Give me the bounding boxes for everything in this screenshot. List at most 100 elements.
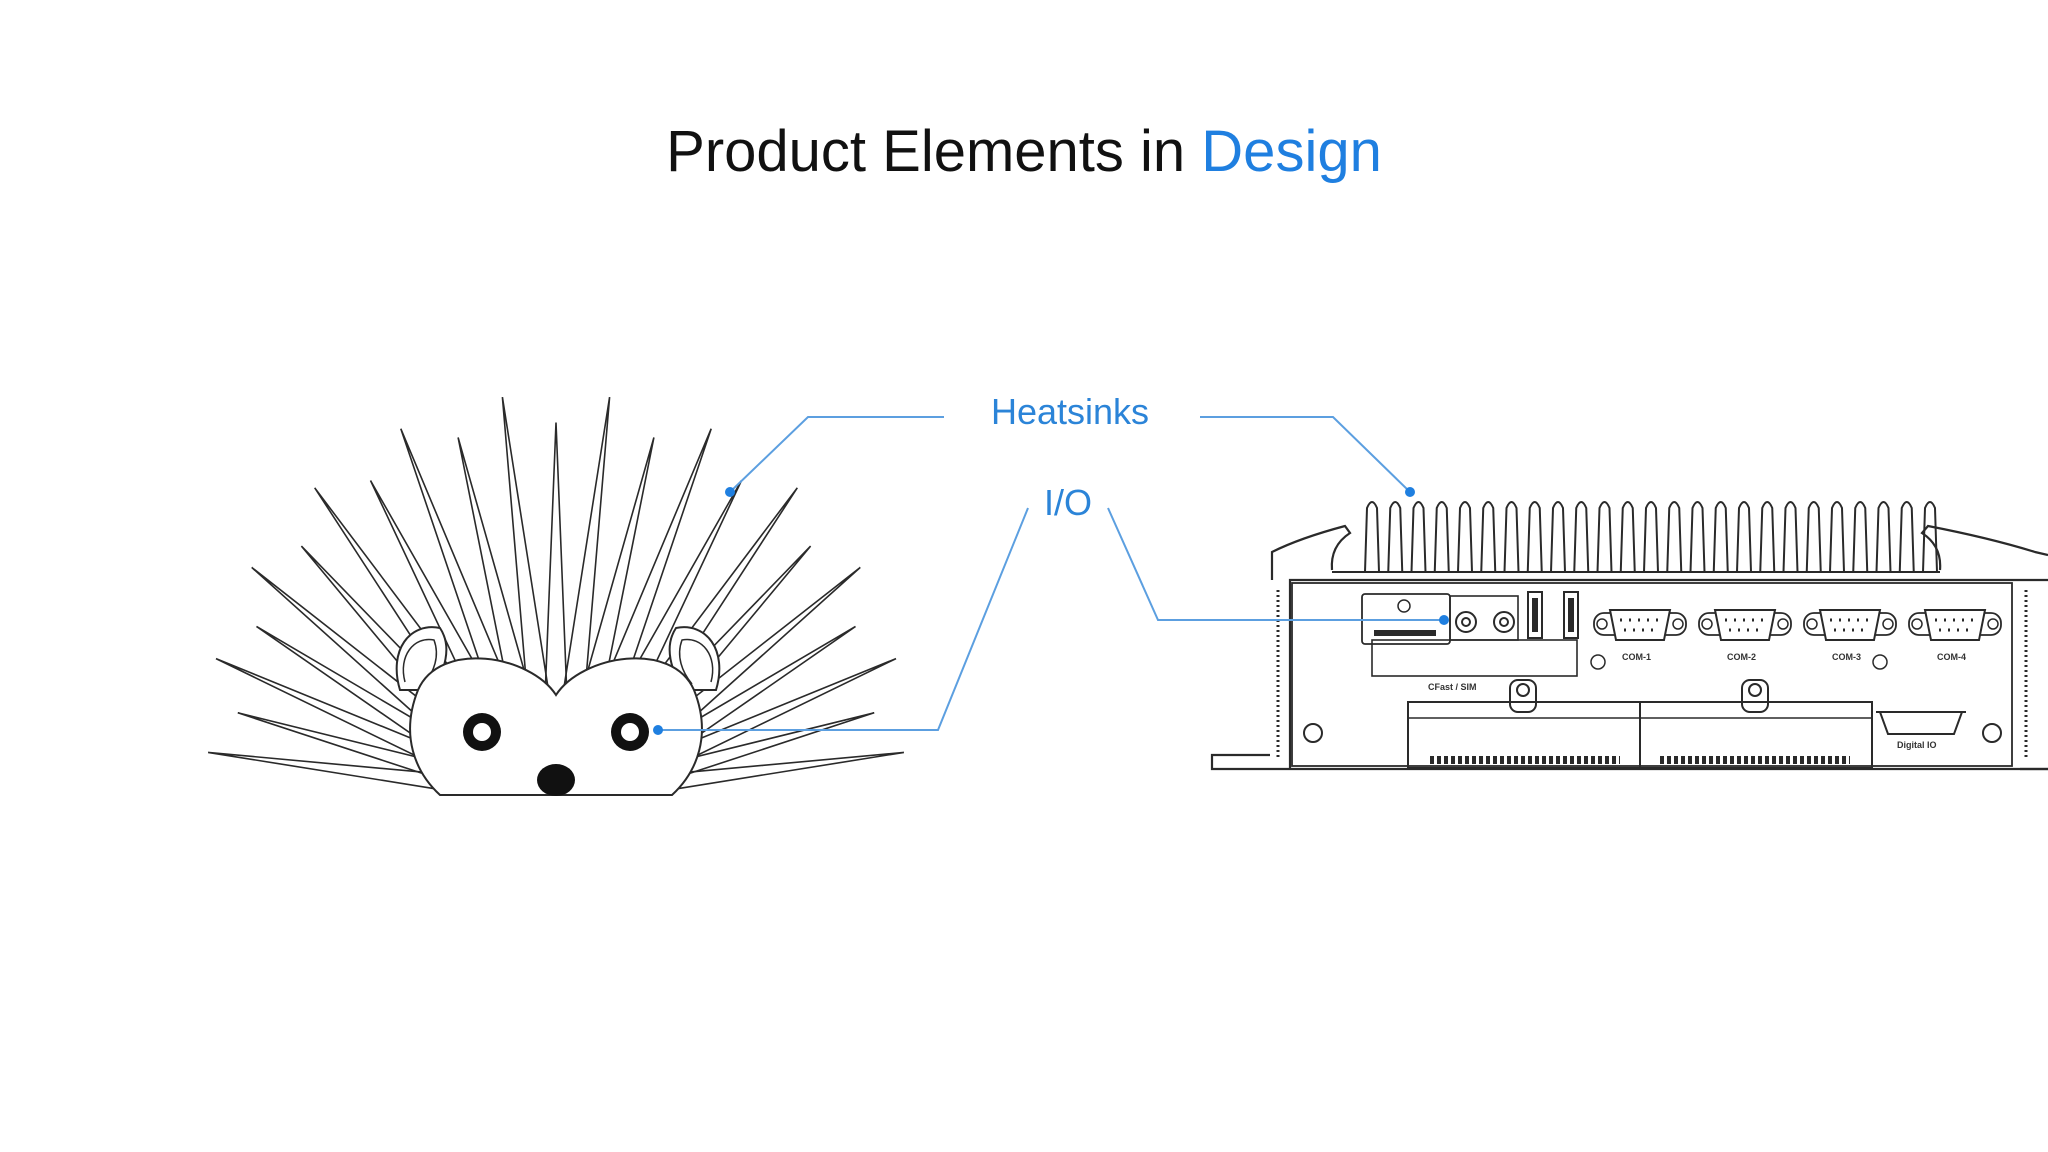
heatsinks-dot-right <box>1405 487 1415 497</box>
pc-card-tray <box>1371 639 1578 677</box>
hedgehog-left-eye-white <box>473 723 491 741</box>
heatsink-fin <box>1619 501 1636 573</box>
hedgehog-spike <box>654 625 856 759</box>
heatsink-fin <box>1526 501 1543 573</box>
hedgehog-spike <box>559 396 611 713</box>
heatsink-fin <box>1364 501 1380 573</box>
com-ports <box>1593 609 2002 641</box>
terminal-screw-2 <box>1741 679 1769 713</box>
heatsink-fin <box>1387 501 1404 573</box>
com-port <box>1698 609 1792 641</box>
io-label: I/O <box>1044 482 1092 523</box>
audio-jack-2 <box>1493 611 1515 633</box>
digital-io-port <box>1878 711 1964 735</box>
usb-port-2-tongue <box>1568 598 1574 632</box>
heatsinks-leader-left <box>729 416 944 493</box>
usb-port-1 <box>1527 591 1543 639</box>
heatsink-fins <box>1332 501 1940 573</box>
pc-left-flange <box>1210 753 1290 771</box>
io-dot-right <box>1439 615 1449 625</box>
com-port <box>1908 609 2002 641</box>
hedgehog-spike <box>669 712 875 780</box>
pc-audio-block <box>1449 595 1519 641</box>
usb-port-2 <box>1563 591 1579 639</box>
slide-title: Product Elements in Design <box>0 120 2048 184</box>
pc-right-shoulder <box>1920 524 2048 571</box>
audio-jack-2-core <box>1499 617 1509 627</box>
heatsink-fin <box>1782 501 1799 573</box>
io-dot-left <box>653 725 663 735</box>
heatsink-fin <box>1480 501 1497 573</box>
heatsink-fin <box>1898 501 1915 573</box>
hedgehog-spike <box>369 480 507 726</box>
hedgehog-spike <box>400 428 522 720</box>
heatsink-fin <box>1829 501 1845 573</box>
heatsink-fin <box>1666 501 1683 573</box>
audio-jack-1-core <box>1461 617 1471 627</box>
terminal-screw-1 <box>1509 679 1537 713</box>
com-port <box>1803 609 1897 641</box>
heatsink-fin <box>1759 501 1776 573</box>
hedgehog-spike <box>543 422 569 711</box>
callouts <box>658 416 1444 731</box>
hedgehog-spike <box>207 751 439 790</box>
heatsink-fin <box>1736 501 1752 573</box>
callout-dots <box>653 487 1449 735</box>
hedgehog-head <box>395 626 721 796</box>
terminal-block-2 <box>1639 701 1873 769</box>
hedgehog-illustration <box>207 396 905 796</box>
title-accent: Design <box>1201 119 1382 184</box>
pc-ground-screw <box>1590 654 1606 670</box>
com2-label: COM-2 <box>1727 652 1756 662</box>
hedgehog-nose <box>537 764 575 796</box>
heatsink-fin <box>1922 501 1938 573</box>
heatsink-fin <box>1712 501 1729 573</box>
heatsink-fin <box>1457 501 1473 573</box>
heatsink-fin <box>1852 501 1869 573</box>
title-main: Product Elements in <box>666 119 1186 184</box>
heatsink-fin <box>1596 501 1613 573</box>
hedgehog-spike <box>501 396 553 713</box>
terminal-screw-1-core <box>1516 683 1530 697</box>
hedgehog-spike <box>256 625 458 759</box>
heatsink-fin <box>1875 501 1892 573</box>
io-leader-left <box>658 507 1029 731</box>
heatsink-fin <box>1410 501 1427 573</box>
hedgehog-spike <box>237 712 443 780</box>
hedgehog-right-eye-white <box>621 723 639 741</box>
hedgehog-spike <box>673 751 905 790</box>
panel-hole-right <box>1982 723 2002 743</box>
hedgehog-spike <box>457 437 537 716</box>
com-port <box>1593 609 1687 641</box>
audio-jack-1 <box>1455 611 1477 633</box>
pc-ground-screw-2 <box>1872 654 1888 670</box>
hedgehog-spike <box>575 437 655 716</box>
hedgehog-spike <box>662 657 897 769</box>
usb-port-1-tongue <box>1532 598 1538 632</box>
pc-cfast-screw <box>1397 599 1411 613</box>
cfast-label: CFast / SIM <box>1428 682 1477 692</box>
hedgehog-spike <box>215 657 450 769</box>
pc-left-shoulder <box>1270 524 1352 580</box>
io-leader-right <box>1107 507 1444 621</box>
heatsink-fin <box>1643 501 1659 573</box>
heatsink-fin <box>1503 501 1520 573</box>
heatsink-fin <box>1805 501 1822 573</box>
hedgehog-spike <box>590 428 712 720</box>
com3-label: COM-3 <box>1832 652 1861 662</box>
panel-hole-left <box>1303 723 1323 743</box>
heatsink-fin <box>1573 501 1590 573</box>
digital-io-label: Digital IO <box>1897 740 1937 750</box>
industrial-pc-drawing: CFast / SIM COM-1 COM-2 COM-3 COM-4 <box>1210 501 2048 771</box>
com4-label: COM-4 <box>1937 652 1966 662</box>
heatsink-fin <box>1550 501 1566 573</box>
com1-label: COM-1 <box>1622 652 1651 662</box>
heatsinks-label: Heatsinks <box>991 391 1149 432</box>
hedgehog-right-ear-inner <box>678 638 714 685</box>
pc-front-panel <box>1291 582 2013 767</box>
heatsinks-dot-left <box>725 487 735 497</box>
pc-cfast-slot <box>1374 630 1436 636</box>
heatsink-fin <box>1433 501 1450 573</box>
heatsinks-leader-right <box>1200 416 1411 493</box>
